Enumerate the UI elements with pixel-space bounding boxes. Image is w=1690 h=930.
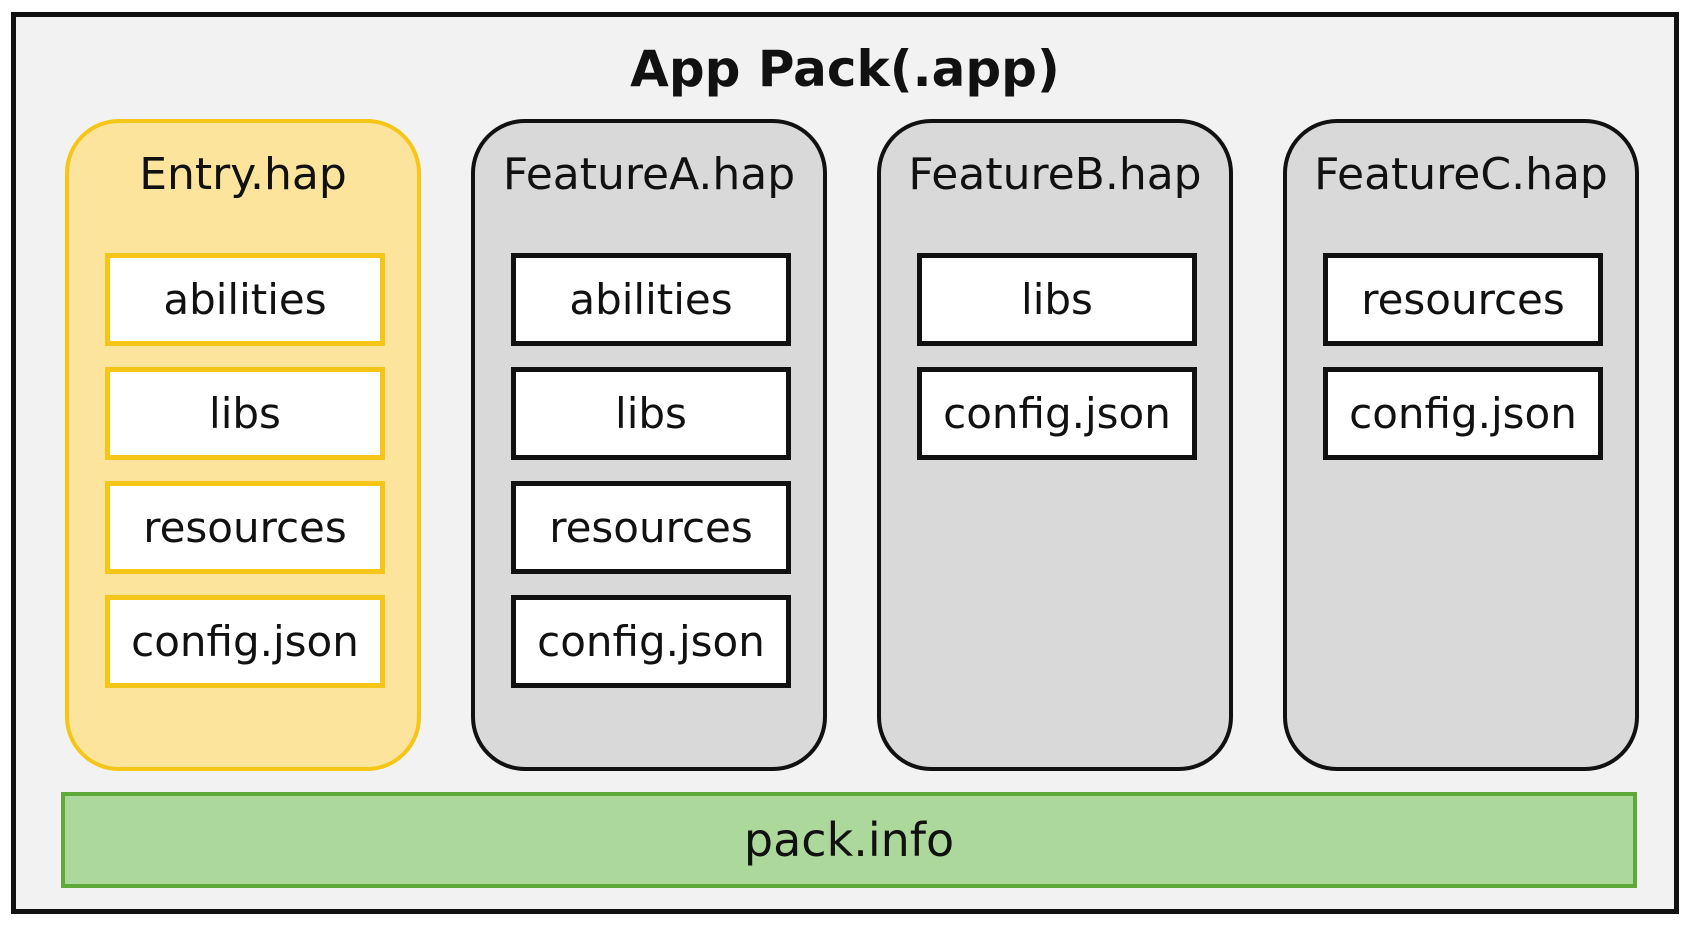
hap-item-config: config.json [105,595,385,688]
pack-info: pack.info [61,792,1637,888]
app-pack-container: App Pack(.app) Entry.hap abilities libs … [11,12,1679,914]
hap-entry: Entry.hap abilities libs resources confi… [65,119,421,771]
hap-item-config: config.json [1323,367,1603,460]
hap-item-libs: libs [511,367,791,460]
hap-item-resources: resources [511,481,791,574]
hap-title: FeatureC.hap [1314,149,1608,200]
app-pack-title: App Pack(.app) [630,40,1060,98]
hap-feature-a: FeatureA.hap abilities libs resources co… [471,119,827,771]
hap-item-libs: libs [105,367,385,460]
hap-item-abilities: abilities [511,253,791,346]
hap-item-libs: libs [917,253,1197,346]
hap-item-abilities: abilities [105,253,385,346]
hap-item-config: config.json [917,367,1197,460]
hap-feature-c: FeatureC.hap resources config.json [1283,119,1639,771]
hap-title: FeatureA.hap [502,149,796,200]
hap-item-resources: resources [105,481,385,574]
hap-title: FeatureB.hap [908,149,1202,200]
hap-title: Entry.hap [139,149,347,200]
hap-item-resources: resources [1323,253,1603,346]
hap-feature-b: FeatureB.hap libs config.json [877,119,1233,771]
hap-item-config: config.json [511,595,791,688]
